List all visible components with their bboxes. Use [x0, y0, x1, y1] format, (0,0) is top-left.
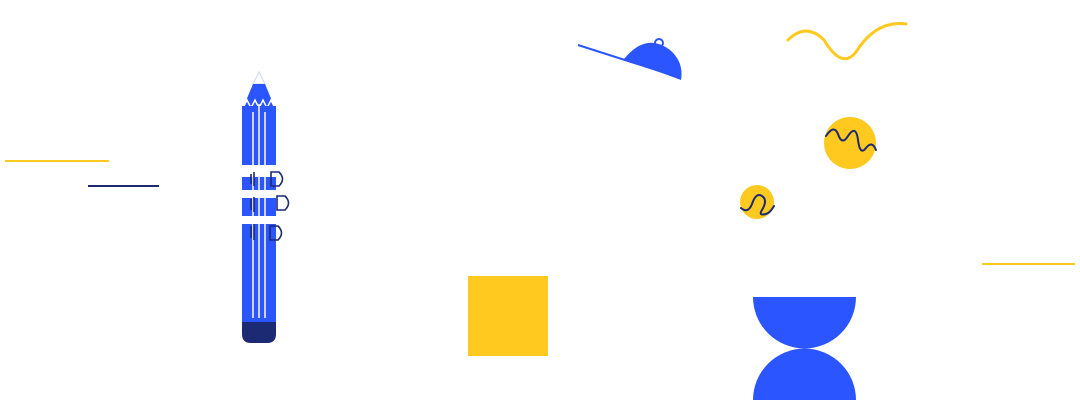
cap-icon — [577, 38, 682, 80]
yellow-wave-icon — [786, 22, 908, 61]
blue-hourglass-icon — [753, 297, 856, 400]
pencil-icon — [241, 70, 290, 343]
large-yellow-ball-icon — [824, 117, 877, 169]
small-yellow-ball-icon — [740, 185, 775, 219]
yellow-square-icon — [468, 276, 548, 356]
